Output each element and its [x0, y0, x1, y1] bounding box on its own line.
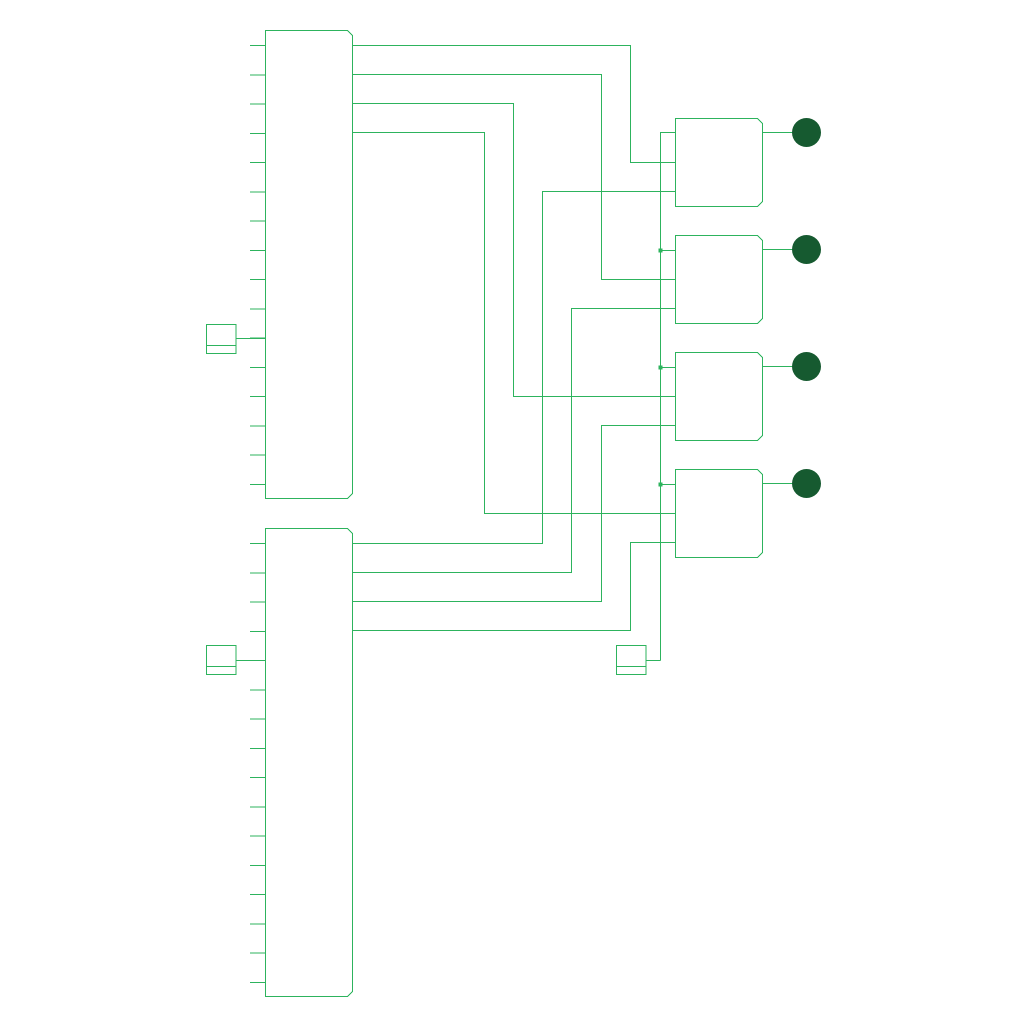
and-gate-2: [675, 235, 763, 324]
led-2: [792, 235, 821, 264]
junction-dot: [658, 365, 663, 370]
input-pin: [206, 645, 237, 675]
input-pin: [206, 324, 237, 354]
junction-dot: [658, 248, 663, 253]
wire: [353, 74, 675, 280]
output-leds: [792, 118, 821, 498]
wire: [353, 308, 675, 573]
input-pins: [206, 324, 661, 675]
input-pin: [616, 645, 647, 675]
junction-dot: [658, 482, 663, 487]
wire: [353, 542, 675, 631]
wire: [353, 103, 675, 397]
demux-upper: [250, 30, 353, 499]
led-1: [792, 118, 821, 147]
and-gate-4: [675, 469, 763, 558]
wire: [353, 425, 675, 602]
demux-lower: [250, 528, 353, 997]
led-4: [792, 469, 821, 498]
and-gate-3: [675, 352, 763, 441]
demux-lower-body: [265, 528, 353, 997]
wire: [353, 132, 675, 514]
wires: [353, 45, 675, 661]
and-gate-1: [675, 118, 763, 207]
and-gates: [675, 118, 794, 558]
wire: [353, 191, 675, 544]
demux-upper-body: [265, 30, 353, 499]
led-3: [792, 352, 821, 381]
wire: [353, 45, 675, 163]
